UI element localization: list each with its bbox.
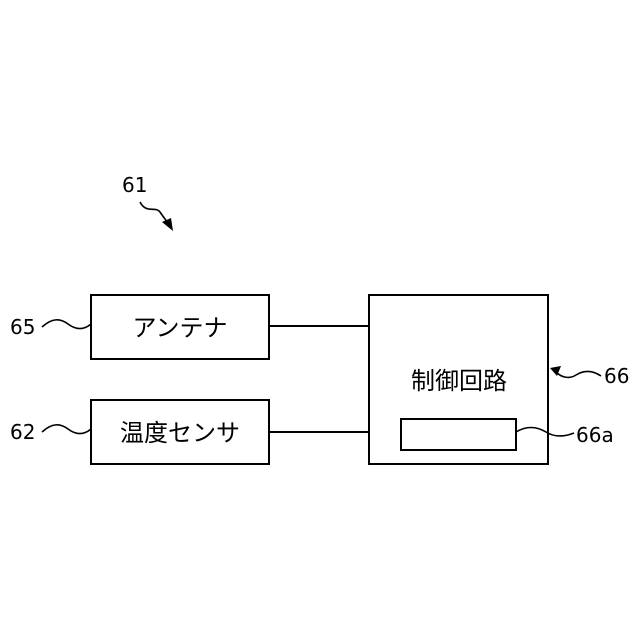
antenna-label: アンテナ xyxy=(132,314,227,342)
temperature-sensor-label: 温度センサ xyxy=(120,419,240,447)
memory-block-ref-label: 66a xyxy=(576,423,614,447)
memory-block-box xyxy=(401,419,516,450)
antenna-ref-leader xyxy=(42,320,91,329)
system-ref-arrow-head xyxy=(162,218,173,231)
antenna-ref-label: 65 xyxy=(10,315,35,339)
control-circuit-ref-label: 66 xyxy=(604,364,629,388)
control-circuit-ref-leader xyxy=(556,371,601,377)
temperature-sensor-ref-label: 62 xyxy=(10,420,35,444)
system-ref-label: 61 xyxy=(122,173,147,197)
control-circuit-label: 制御回路 xyxy=(411,367,507,395)
temperature-sensor-ref-leader xyxy=(42,425,91,434)
